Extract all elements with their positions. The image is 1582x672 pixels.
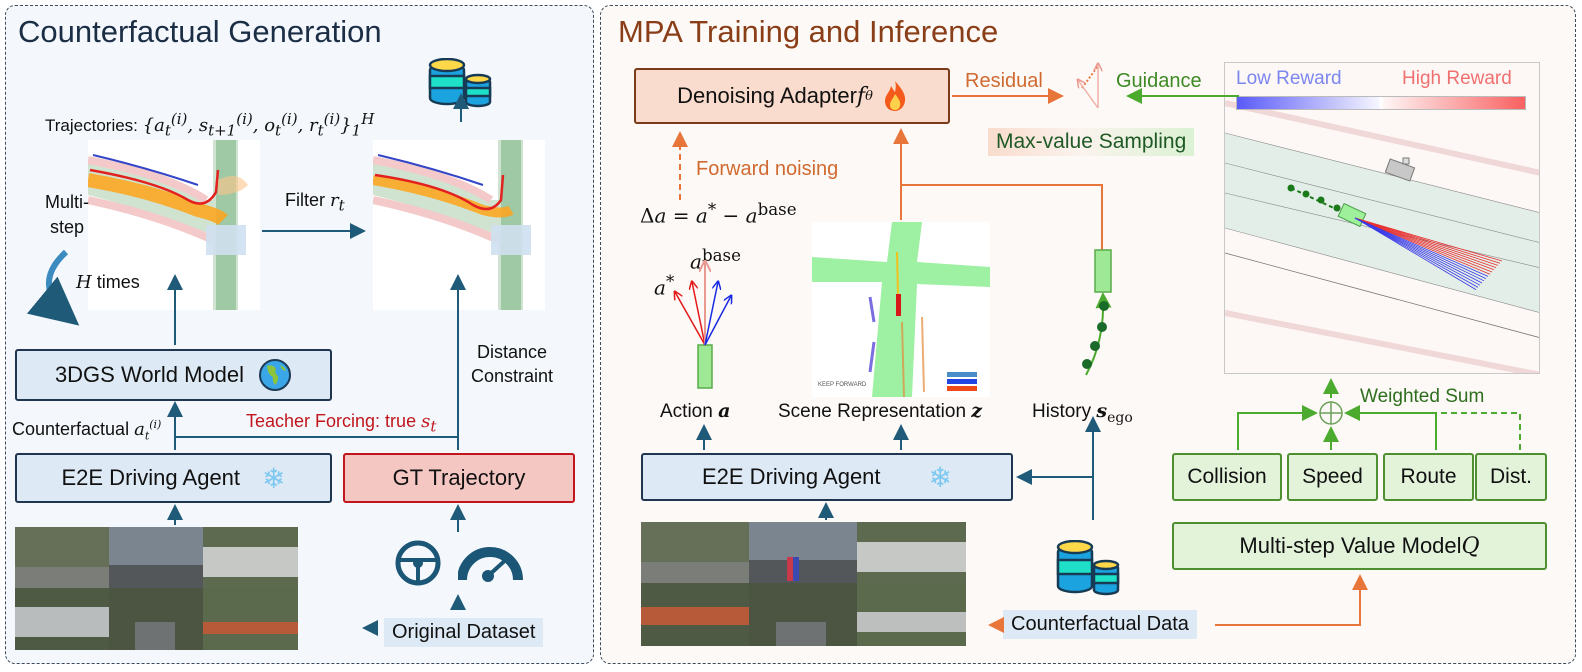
teacher-forcing-text: Teacher Forcing: true	[246, 411, 422, 431]
teacher-forcing-label: Teacher Forcing: true st	[246, 411, 436, 436]
trajectories-formula: Trajectories: {at(i), st+1(i), ot(i), rt…	[45, 110, 375, 140]
e2e-agent-box-right[interactable]: E2E Driving Agent ❄	[641, 453, 1013, 501]
scene-caption: KEEP FORWARD	[818, 382, 867, 388]
counterfactual-var: a	[134, 419, 145, 440]
reward-ray	[1354, 217, 1485, 282]
panel-title-counterfactual: Counterfactual Generation	[18, 14, 382, 49]
counterfactual-data-label: Counterfactual Data	[1003, 610, 1197, 639]
agent-label-left: E2E Driving Agent	[61, 465, 241, 490]
e2e-agent-box-left[interactable]: E2E Driving Agent ❄	[15, 453, 332, 503]
reward-ray	[1354, 217, 1483, 284]
distance-constraint-label: Distance Constraint	[471, 340, 553, 388]
h-times-label: H times	[76, 272, 140, 293]
reward-term-label: Dist.	[1490, 465, 1532, 488]
scene-representation-image: KEEP FORWARD	[812, 222, 990, 397]
sum-circle-icon	[1318, 400, 1344, 426]
guidance-label: Guidance	[1116, 70, 1202, 92]
camera-views-right	[641, 522, 966, 646]
counterfactual-text: Counterfactual	[12, 419, 135, 439]
action-label: Action a	[660, 400, 730, 423]
h-var: H	[76, 272, 92, 293]
steering-wheel-icon	[395, 540, 441, 586]
value-model-var: Q	[1461, 533, 1480, 559]
a-star-label: a*	[654, 272, 675, 300]
world-model-box[interactable]: 3DGS World Model	[15, 349, 332, 401]
reward-ray	[1354, 217, 1479, 288]
reward-term-label: Route	[1400, 465, 1457, 488]
reward-term-speed[interactable]: Speed	[1287, 453, 1378, 501]
forward-noising-label: Forward noising	[696, 158, 839, 180]
reward-ray	[1354, 217, 1487, 279]
teacher-forcing-sub: t	[430, 417, 437, 436]
reward-ray	[1354, 217, 1495, 271]
max-value-sampling-label: Max-value Sampling	[988, 128, 1195, 156]
database-icon	[1056, 539, 1122, 598]
value-model-box[interactable]: Multi-step Value Model Q	[1172, 522, 1547, 570]
reward-ray	[1354, 217, 1501, 264]
scene-var: z	[971, 400, 983, 422]
multistep-label: Multi- step	[45, 190, 89, 240]
distance-line2: Constraint	[471, 366, 554, 386]
fire-icon	[883, 80, 907, 112]
high-reward-label: High Reward	[1402, 68, 1512, 89]
filter-var: r	[330, 190, 339, 211]
multistep-line1: Multi-	[45, 192, 89, 212]
reward-term-route[interactable]: Route	[1383, 453, 1474, 501]
weighted-sum-label: Weighted Sum	[1360, 386, 1485, 407]
camera-views-left	[15, 527, 298, 650]
reward-ray	[1354, 217, 1491, 275]
reward-colorbar	[1236, 96, 1526, 110]
history-label: History sego	[1032, 400, 1133, 426]
scene-text: Scene Representation	[778, 401, 972, 422]
panel-title-mpa: MPA Training and Inference	[618, 14, 999, 49]
history-var: s	[1096, 400, 1108, 422]
reward-ray	[1354, 217, 1499, 266]
history-sub: ego	[1107, 409, 1133, 426]
reward-term-collision[interactable]: Collision	[1172, 453, 1282, 501]
reward-ray	[1354, 217, 1489, 277]
filter-label: Filter rt	[285, 190, 345, 215]
globe-icon	[258, 358, 292, 392]
adapter-sub: θ	[865, 88, 873, 104]
loop-arrow-icon	[26, 249, 80, 326]
adapter-var: f	[856, 83, 866, 109]
world-model-label: 3DGS World Model	[54, 362, 245, 387]
speedometer-icon	[457, 540, 524, 586]
h-times-text: times	[91, 272, 140, 292]
reward-ray	[1354, 217, 1497, 268]
reward-term-label: Collision	[1187, 465, 1267, 488]
filter-text: Filter	[285, 190, 330, 210]
gt-trajectory-box[interactable]: GT Trajectory	[343, 453, 575, 503]
action-text: Action	[660, 401, 719, 422]
reward-term-label: Speed	[1302, 465, 1363, 488]
reward-ray	[1354, 217, 1477, 290]
counterfactual-action-label: Counterfactual at(i)	[12, 418, 162, 443]
snowflake-icon: ❄	[262, 462, 286, 494]
snowflake-icon: ❄	[928, 461, 952, 493]
a-base-label: abase	[690, 246, 741, 274]
original-dataset-label: Original Dataset	[384, 618, 544, 647]
distance-line1: Distance	[477, 342, 548, 362]
scene-representation-label: Scene Representation z	[778, 400, 982, 423]
trajectories-label: Trajectories:	[45, 116, 138, 135]
filter-sub: t	[338, 196, 345, 215]
value-model-label: Multi-step Value Model	[1239, 533, 1462, 558]
reward-ray	[1354, 217, 1503, 262]
residual-label: Residual	[965, 70, 1043, 92]
gt-trajectory-label: GT Trajectory	[392, 465, 526, 490]
history-text: History	[1032, 401, 1097, 422]
action-var: a	[718, 400, 731, 422]
reward-term-dist[interactable]: Dist.	[1475, 453, 1547, 501]
multistep-line2: step	[49, 217, 85, 237]
reward-ray	[1354, 217, 1481, 286]
reward-map-visualization	[1224, 62, 1540, 374]
teacher-forcing-var: s	[421, 411, 431, 432]
delta-action-formula: Δa = a* − abase	[640, 200, 797, 228]
agent-label-right: E2E Driving Agent	[701, 464, 881, 489]
reward-ray	[1354, 217, 1493, 273]
low-reward-label: Low Reward	[1236, 68, 1342, 89]
adapter-label: Denoising Adapter	[677, 83, 857, 108]
